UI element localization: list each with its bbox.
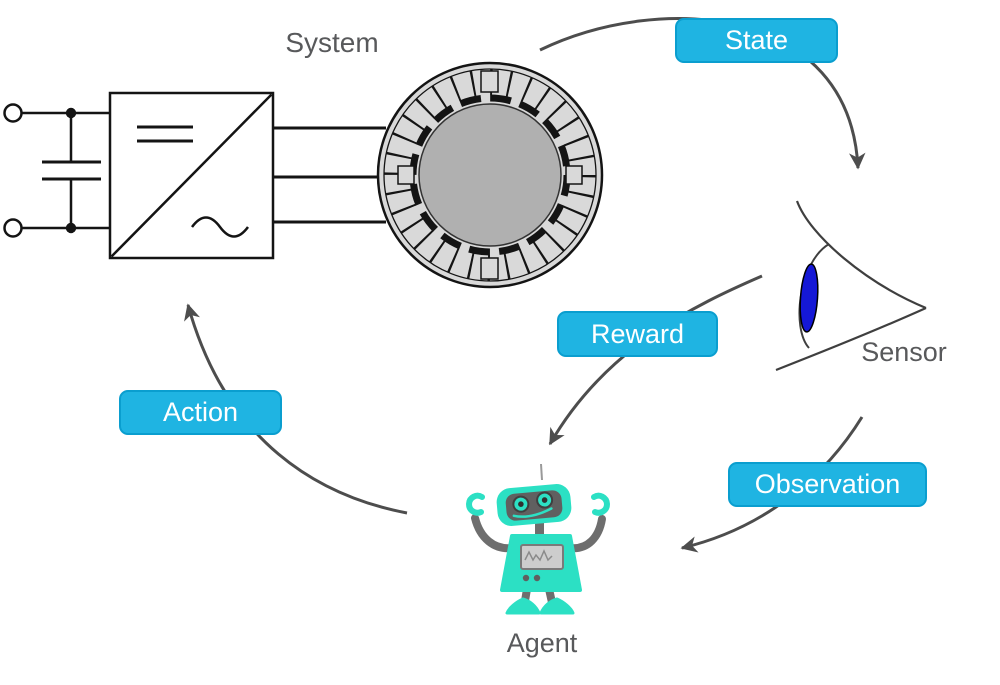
motor-icon [376, 61, 604, 289]
dc-terminal-top [3, 103, 23, 123]
robot-right-hand [591, 492, 610, 516]
observation-badge: Observation [728, 462, 927, 507]
dc-terminal-bottom [3, 218, 23, 238]
eye-icon [775, 200, 927, 372]
motor-terminal-top [480, 70, 499, 93]
sensor-label: Sensor [861, 337, 947, 367]
robot-right-foot [539, 597, 575, 615]
robot-screen-waveform [524, 549, 553, 562]
robot-antenna [540, 463, 543, 481]
robot-head [496, 484, 572, 526]
robot-right-arm [566, 515, 606, 553]
robot-body-dot-2 [533, 574, 541, 582]
power-converter-circuit [3, 91, 386, 260]
stator-slots [384, 69, 596, 281]
eye-upper-lid [795, 200, 927, 310]
robot-left-foot [505, 597, 541, 615]
eye-lower-lid [775, 306, 927, 372]
rotor [418, 103, 562, 247]
motor-key-left [397, 165, 415, 185]
state-badge: State [675, 18, 838, 63]
motor-terminal-bottom [480, 257, 499, 280]
reward-badge: Reward [557, 311, 718, 357]
eye-iris [799, 263, 819, 333]
arrow-agent-to-system-action [184, 303, 408, 515]
system-label: System [285, 27, 379, 58]
robot-left-arm [471, 514, 516, 553]
ac-symbol [190, 216, 250, 238]
dc-symbol [137, 125, 193, 143]
dc-link-capacitor [42, 113, 101, 228]
robot-body-dot-1 [522, 574, 530, 582]
robot-left-hand [466, 492, 485, 516]
action-badge: Action [119, 390, 282, 435]
motor-key-right [565, 165, 583, 185]
three-phase-lines [273, 126, 386, 224]
robot-neck [535, 521, 544, 538]
robot-icon [466, 463, 610, 615]
arrow-sensor-to-agent-reward [548, 274, 763, 446]
agent-label: Agent [506, 628, 578, 658]
inverter-box [108, 91, 275, 260]
